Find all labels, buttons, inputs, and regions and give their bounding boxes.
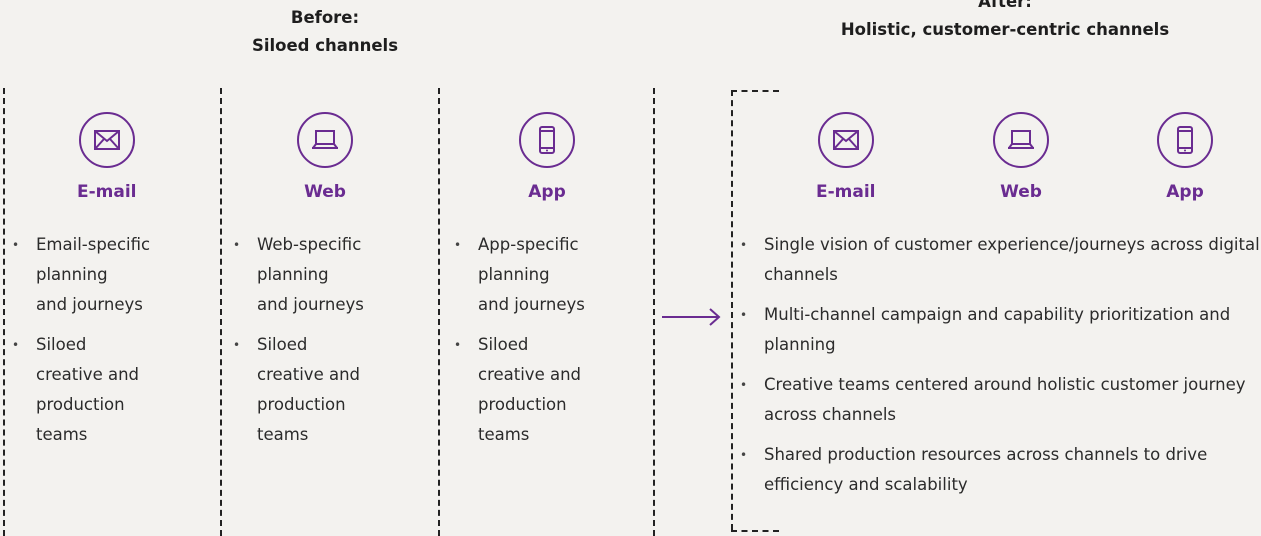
after-bracket-top [731, 90, 779, 92]
after-bracket-bottom [731, 530, 779, 532]
after-channel-app: App [1157, 112, 1213, 202]
channel-label-app: App [528, 182, 566, 202]
before-heading-line-2: Siloed channels [251, 36, 399, 55]
bullet-line: and journeys [257, 295, 364, 314]
list-item: Siloed creative and production teams [452, 330, 622, 450]
bullet-line: Siloed [257, 335, 308, 354]
list-item: Multi-channel campaign and capability pr… [738, 300, 1261, 360]
before-app-bullets: App-specific planning and journeys Siloe… [452, 230, 622, 460]
after-heading-line-1: After: [978, 0, 1032, 11]
bullet-line: production teams [36, 395, 125, 444]
bullet-line: creative and [36, 365, 140, 384]
envelope-icon [817, 112, 874, 168]
laptop-icon [297, 112, 353, 168]
bullet-line: and journeys [36, 295, 143, 314]
list-item: Web-specific planning and journeys [231, 230, 401, 320]
bullet-line: App-specific [478, 235, 579, 254]
bullet-line: production teams [478, 395, 567, 444]
after-channel-web: Web [993, 112, 1049, 202]
bullet-line: Siloed [478, 335, 529, 354]
after-bracket-left [731, 90, 733, 530]
bullet-line: creative and [257, 365, 361, 384]
bullet-line: planning [478, 265, 550, 284]
after-heading: After: Holistic, customer-centric channe… [770, 0, 1240, 44]
separator-line [3, 88, 5, 536]
before-channel-email: E-mail [77, 112, 137, 202]
bullet-line: Web-specific [257, 235, 362, 254]
list-item: Creative teams centered around holistic … [738, 370, 1261, 430]
channel-label-email: E-mail [77, 182, 137, 202]
separator-line [220, 88, 222, 536]
bullet-line: planning [257, 265, 329, 284]
before-email-bullets: Email-specific planning and journeys Sil… [10, 230, 180, 460]
envelope-icon [78, 112, 135, 168]
separator-line [653, 88, 655, 536]
channel-label-web: Web [1000, 182, 1042, 202]
list-item: App-specific planning and journeys [452, 230, 622, 320]
bullet-line: planning [36, 265, 108, 284]
before-channel-web: Web [297, 112, 353, 202]
after-bullets: Single vision of customer experience/jou… [738, 230, 1261, 510]
smartphone-icon [1157, 112, 1213, 168]
bullet-line: Siloed [36, 335, 87, 354]
list-item: Email-specific planning and journeys [10, 230, 180, 320]
after-channel-email: E-mail [816, 112, 876, 202]
before-web-bullets: Web-specific planning and journeys Siloe… [231, 230, 401, 460]
before-heading: Before: Siloed channels [190, 4, 460, 60]
separator-line [438, 88, 440, 536]
list-item: Siloed creative and production teams [10, 330, 180, 450]
channel-label-web: Web [304, 182, 346, 202]
bullet-line: Email-specific [36, 235, 151, 254]
channel-label-email: E-mail [816, 182, 876, 202]
bullet-line: and journeys [478, 295, 585, 314]
laptop-icon [993, 112, 1049, 168]
list-item: Siloed creative and production teams [231, 330, 401, 450]
before-heading-line-1: Before: [290, 8, 360, 27]
list-item: Single vision of customer experience/jou… [738, 230, 1261, 290]
right-arrow-icon [662, 308, 721, 326]
after-heading-line-2: Holistic, customer-centric channels [840, 20, 1170, 39]
before-channel-app: App [519, 112, 575, 202]
list-item: Shared production resources across chann… [738, 440, 1261, 500]
smartphone-icon [519, 112, 575, 168]
bullet-line: production teams [257, 395, 346, 444]
bullet-line: creative and [478, 365, 582, 384]
channel-label-app: App [1166, 182, 1204, 202]
